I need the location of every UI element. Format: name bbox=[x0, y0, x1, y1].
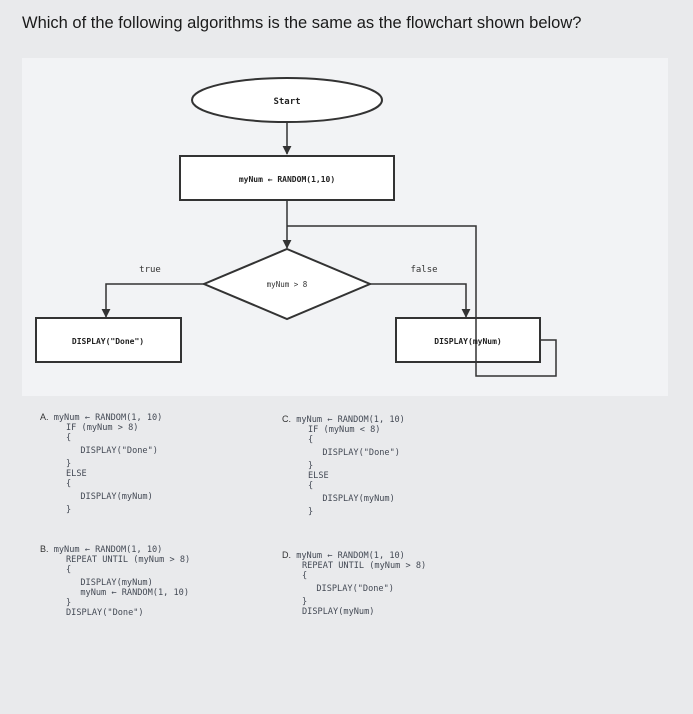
true-label: true bbox=[139, 265, 161, 275]
decision-label: myNum > 8 bbox=[267, 280, 308, 289]
display-mynum-label: DISPLAY(myNum) bbox=[434, 337, 501, 346]
false-label: false bbox=[410, 265, 437, 275]
display-done-label: DISPLAY("Done") bbox=[72, 337, 144, 346]
assign-label: myNum ← RANDOM(1,10) bbox=[239, 175, 335, 184]
decision-diamond bbox=[201, 247, 373, 321]
display-done-box bbox=[35, 317, 182, 363]
loop-back-arrow bbox=[287, 225, 557, 377]
question-text: Which of the following algorithms is the… bbox=[22, 14, 582, 32]
true-branch-arrow bbox=[101, 283, 204, 318]
false-branch-arrow bbox=[370, 283, 471, 318]
start-label: Start bbox=[273, 97, 300, 107]
